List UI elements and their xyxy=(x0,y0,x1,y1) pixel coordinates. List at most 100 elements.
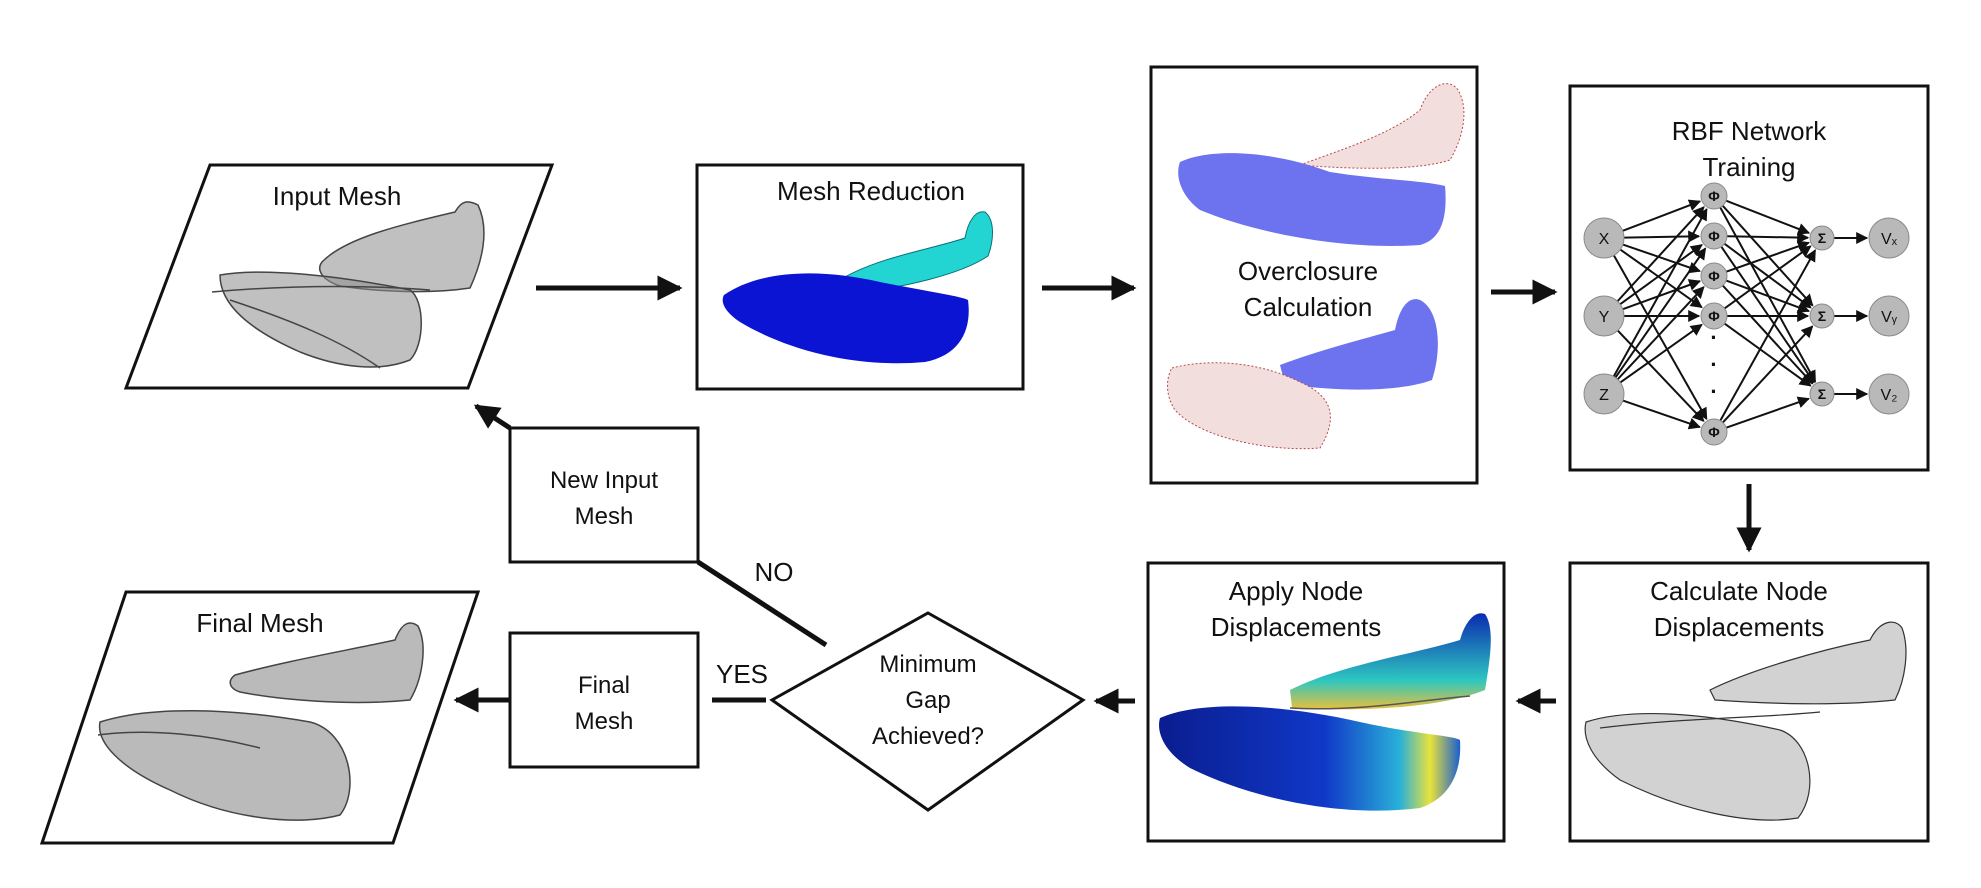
decision-label-line1: Minimum xyxy=(879,651,976,678)
rbf-connection xyxy=(1721,204,1814,307)
new-input-mesh-label-line2: Mesh xyxy=(575,503,634,530)
rbf-sum-node: Σ xyxy=(1809,225,1835,251)
apply-displacements-panel: Apply Node Displacements xyxy=(1146,561,1506,843)
mesh-reduction-panel: Mesh Reduction xyxy=(695,163,1025,391)
rbf-hidden-node-circle xyxy=(1700,222,1728,250)
rbf-hidden-node-label: Φ xyxy=(1708,268,1720,284)
rbf-input-node-label: Z xyxy=(1599,387,1609,404)
rbf-hidden-node-label: Φ xyxy=(1708,228,1720,244)
line-decision-to-new-input xyxy=(696,559,828,648)
rbf-input-node-label: Y xyxy=(1599,309,1610,326)
calculate-displacements-label-line1: Calculate Node xyxy=(1650,576,1828,606)
calculate-displacements-image xyxy=(1584,621,1907,821)
overclosure-image-top xyxy=(1178,83,1465,246)
arrow-new-input-to-input-mesh xyxy=(473,403,512,431)
rbf-input-node: X xyxy=(1583,217,1625,259)
rbf-hidden-node-circle xyxy=(1700,262,1728,290)
rbf-hidden-node-circle xyxy=(1700,302,1728,330)
calculate-displacements-panel: Calculate Node Displacements xyxy=(1568,561,1930,843)
rbf-connection xyxy=(1616,286,1705,381)
rbf-connection xyxy=(1622,279,1702,311)
rbf-connection xyxy=(1725,240,1810,273)
final-box-label-line1: Final xyxy=(578,672,630,699)
rbf-output-node-circle xyxy=(1868,295,1910,337)
rbf-hidden-node: Φ xyxy=(1700,262,1728,290)
rbf-connection xyxy=(1616,206,1705,302)
rbf-sum-node: Σ xyxy=(1809,303,1835,329)
apply-displacements-label-line1: Apply Node xyxy=(1229,576,1363,606)
overclosure-panel: Overclosure Calculation xyxy=(1149,65,1479,485)
rbf-connection xyxy=(1619,244,1703,306)
rbf-connection xyxy=(1614,247,1707,379)
rbf-hidden-node-label: Φ xyxy=(1708,308,1720,324)
final-mesh-panel: Final Mesh xyxy=(39,590,481,845)
calculate-displacements-label-line2: Displacements xyxy=(1654,612,1825,642)
input-mesh-label: Input Mesh xyxy=(273,181,402,211)
rbf-connection xyxy=(1623,230,1701,243)
rbf-sum-node-label: Σ xyxy=(1818,308,1826,324)
final-mesh-image xyxy=(97,622,424,821)
overclosure-label-line2: Calculation xyxy=(1244,292,1373,322)
rbf-connection xyxy=(1726,231,1810,244)
rbf-sum-node-label: Σ xyxy=(1818,386,1826,402)
rbf-output-node: Vᵧ xyxy=(1868,295,1910,337)
rbf-connection xyxy=(1723,322,1812,387)
decision-diamond: Minimum Gap Achieved? xyxy=(769,611,1086,812)
rbf-input-node-circle xyxy=(1583,295,1625,337)
final-mesh-box: Final Mesh xyxy=(508,631,700,769)
rbf-output-node-label: Vᵧ xyxy=(1881,309,1898,326)
rbf-connection xyxy=(1720,246,1815,384)
rbf-hidden-node: Φ xyxy=(1700,418,1728,446)
rbf-hidden-node: Φ xyxy=(1700,302,1728,330)
rbf-connection xyxy=(1619,248,1703,309)
rbf-label-line1: RBF Network xyxy=(1672,116,1828,146)
final-box-label-line2: Mesh xyxy=(575,708,634,735)
rbf-connection xyxy=(1725,279,1810,314)
rbf-sum-node-circle xyxy=(1809,225,1835,251)
input-mesh-panel: Input Mesh xyxy=(123,163,555,390)
connectors xyxy=(453,275,1762,714)
rbf-label-line2: Training xyxy=(1703,152,1796,182)
rbf-input-node-circle xyxy=(1583,373,1625,415)
rbf-hidden-node-label: Φ xyxy=(1708,424,1720,440)
rbf-output-node-label: Vₓ xyxy=(1881,231,1898,248)
rbf-connection xyxy=(1622,399,1701,430)
rbf-input-node: Z xyxy=(1583,373,1625,415)
decision-label-line2: Gap xyxy=(905,687,950,714)
mesh-reduction-label: Mesh Reduction xyxy=(777,176,965,206)
mesh-reduction-image xyxy=(722,211,993,364)
rbf-connection xyxy=(1723,242,1812,309)
rbf-connection xyxy=(1723,245,1812,310)
rbf-ellipsis-dot: · xyxy=(1710,352,1717,377)
overclosure-image-bottom xyxy=(1167,299,1438,450)
rbf-ellipsis-dot: · xyxy=(1710,379,1717,404)
rbf-output-node-label: V₂ xyxy=(1881,387,1898,404)
rbf-hidden-node-circle xyxy=(1700,418,1728,446)
rbf-network-edges xyxy=(1612,199,1869,430)
final-mesh-label: Final Mesh xyxy=(196,608,323,638)
rbf-hidden-node: Φ xyxy=(1700,182,1728,210)
rbf-connection xyxy=(1612,254,1708,420)
rbf-sum-node: Σ xyxy=(1809,381,1835,407)
new-input-mesh-box: New Input Mesh xyxy=(508,426,700,564)
rbf-input-node: Y xyxy=(1583,295,1625,337)
branch-no-label: NO xyxy=(755,557,794,587)
rbf-output-node-circle xyxy=(1868,217,1910,259)
rbf-sum-node-label: Σ xyxy=(1818,230,1826,246)
rbf-output-node: V₂ xyxy=(1868,373,1910,415)
rbf-hidden-node-circle xyxy=(1700,182,1728,210)
overclosure-label-line1: Overclosure xyxy=(1238,256,1378,286)
rbf-connection xyxy=(1612,208,1708,378)
rbf-output-node: Vₓ xyxy=(1868,217,1910,259)
apply-displacements-label-line2: Displacements xyxy=(1211,612,1382,642)
rbf-sum-node-circle xyxy=(1809,303,1835,329)
rbf-connection xyxy=(1722,325,1814,424)
input-mesh-image xyxy=(211,201,485,369)
branch-yes-label: YES xyxy=(716,659,768,689)
new-input-mesh-label-line1: New Input xyxy=(550,467,658,494)
rbf-hidden-node-label: Φ xyxy=(1708,188,1720,204)
